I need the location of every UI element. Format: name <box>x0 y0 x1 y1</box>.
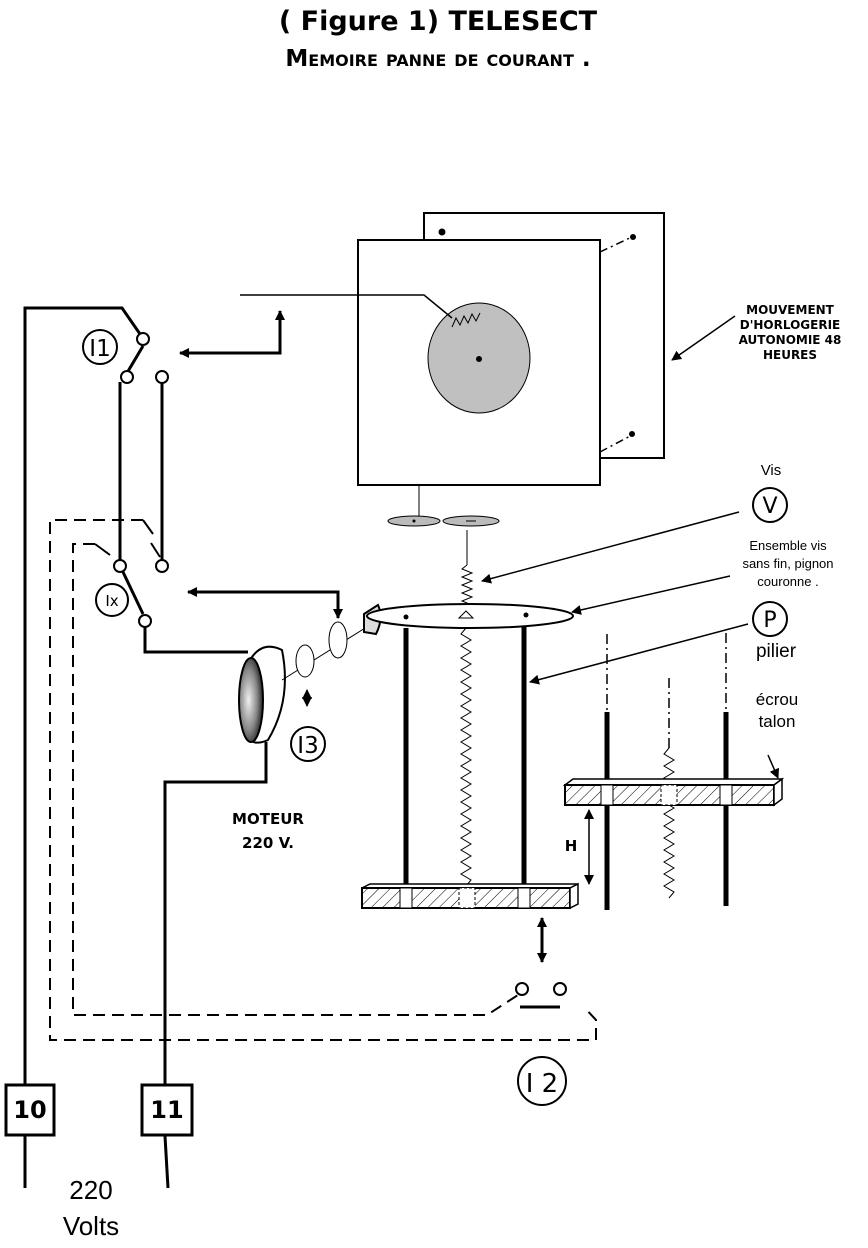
lever-arm <box>240 294 453 319</box>
terminal-11-text: 11 <box>150 1096 183 1124</box>
motor-label-line: MOTEUR <box>232 810 304 828</box>
marker-i2: I 2 <box>517 1056 567 1106</box>
motor-label-line: 220 V. <box>242 834 294 852</box>
movement-label-line: AUTONOMIE 48 <box>739 333 842 347</box>
motor <box>238 603 382 744</box>
ensemble-label-line: couronne . <box>757 574 818 589</box>
pilier-label: pilier <box>756 641 797 662</box>
worm-assembly <box>361 530 579 963</box>
crown-plate <box>366 603 574 629</box>
clock-movement <box>240 212 665 527</box>
voltage-label-line: 220 <box>69 1175 112 1205</box>
pilier-arrow <box>529 623 749 685</box>
ix-blade <box>121 571 145 615</box>
marker-i3-text: I3 <box>297 733 318 759</box>
marker-v: V <box>752 487 788 523</box>
screw-dot <box>438 228 446 236</box>
ensemble-arrow <box>571 575 731 615</box>
i1-pivot-down <box>125 345 145 374</box>
gear-wheel <box>295 644 315 678</box>
ensemble-label-line: sans fin, pignon <box>742 556 833 571</box>
gear-wheel <box>328 621 348 659</box>
wire-10-main <box>23 306 142 1087</box>
ecrou-label: écrou <box>756 690 799 709</box>
terminal-10: 10 <box>4 1083 56 1137</box>
motor-face <box>238 657 264 743</box>
marker-i1-text: I1 <box>89 336 110 362</box>
marker-ix-text: Ix <box>105 592 118 610</box>
marker-p-text: P <box>763 608 776 633</box>
terminal-10-text: 10 <box>13 1096 46 1124</box>
talon-label: talon <box>759 712 796 731</box>
movement-label: MOUVEMENT D'HORLOGERIE AUTONOMIE 48 HEUR… <box>739 303 842 362</box>
lower-nut-plate <box>361 882 579 910</box>
ix-actuator-arrow <box>187 587 340 615</box>
screw-dot <box>630 234 636 240</box>
height-label: H <box>565 837 578 855</box>
long-screw <box>460 627 472 887</box>
title-line-2: Memoire panne de courant . <box>285 46 590 72</box>
movement-label-line: D'HORLOGERIE <box>740 318 841 332</box>
dashed-circuit-inner <box>72 543 519 1016</box>
title-line-1: ( Figure 1) TELESECT <box>279 6 598 37</box>
worm-screw <box>460 564 474 610</box>
screw-dot <box>629 431 635 437</box>
vis-arrow <box>481 511 740 584</box>
voltage-label-line: Volts <box>63 1211 119 1241</box>
marker-p: P <box>752 601 788 637</box>
pillar-detail <box>562 633 785 910</box>
marker-ix: Ix <box>95 583 129 617</box>
terminal-11: 11 <box>140 1083 194 1137</box>
movement-label-line: MOUVEMENT <box>746 303 835 317</box>
motor-to-11 <box>163 742 268 1087</box>
vis-label: Vis <box>761 462 782 479</box>
i1-actuator-arrow <box>179 312 282 358</box>
marker-i1: I1 <box>82 329 118 365</box>
marker-v-text: V <box>762 494 777 519</box>
movement-arrow <box>671 315 736 361</box>
movement-label-line: HEURES <box>763 348 817 362</box>
marker-i2-text: I 2 <box>526 1069 558 1099</box>
marker-i3: I3 <box>290 726 326 762</box>
dial-spring <box>451 312 481 328</box>
dial-center-dot <box>476 356 482 362</box>
ensemble-label-line: Ensemble vis <box>749 538 827 553</box>
contacts <box>113 332 567 996</box>
ix-to-motor <box>143 627 248 654</box>
circuit-wiring <box>23 306 597 1189</box>
dashed-circuit-outer <box>49 519 597 1041</box>
